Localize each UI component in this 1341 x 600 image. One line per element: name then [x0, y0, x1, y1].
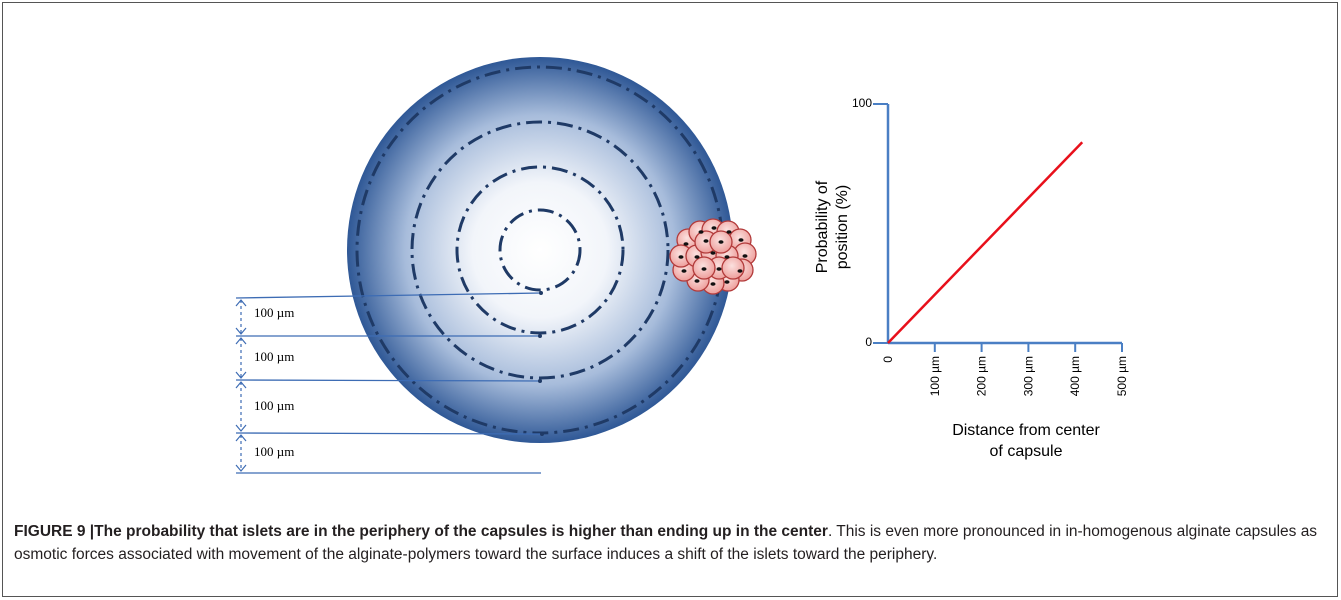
dimension-arrows [235, 299, 247, 472]
x-tick-label: 500 µm [1115, 356, 1129, 396]
caption-body: . This is even more pronounced in in-hom… [14, 523, 1318, 563]
x-tick-label: 0 [881, 356, 895, 363]
y-axis-label-line-2: position (%) [834, 185, 851, 269]
y-tick-label: 100 [852, 96, 872, 110]
measure-label-3: 100 µm [254, 398, 294, 413]
y-ticks: 0 100 [852, 96, 888, 349]
y-axis-label-line-1: Probability of [814, 180, 831, 273]
x-tick-label: 200 µm [975, 356, 989, 396]
ring-100um [498, 208, 582, 292]
caption-label: FIGURE 9 | [14, 523, 95, 540]
x-axis-label-line-2: of capsule [990, 443, 1063, 460]
probability-chart: 0 100 µm 200 µm 300 µm 400 µm 500 µm 0 100 Pro… [814, 96, 1129, 460]
x-axis-label-line-1: Distance from center [952, 422, 1100, 439]
measure-label-2: 100 µm [254, 349, 294, 364]
x-ticks: 0 100 µm 200 µm 300 µm 400 µm 500 µm [881, 343, 1129, 396]
measure-label-1: 100 µm [254, 305, 294, 320]
measure-label-4: 100 µm [254, 444, 294, 459]
series-layer [887, 141, 1084, 344]
figure-9-illustration: 100 µm 100 µm 100 µm 100 µm [235, 57, 1129, 474]
capsule-diagram: 100 µm 100 µm 100 µm 100 µm [235, 57, 757, 474]
figure-caption: FIGURE 9 |The probability that islets ar… [14, 520, 1330, 566]
x-tick-label: 400 µm [1068, 356, 1082, 396]
ring-200um [455, 165, 625, 335]
y-tick-label: 0 [865, 335, 872, 349]
probability-line [887, 141, 1084, 344]
caption-title: The probability that islets are in the p… [94, 523, 828, 540]
islet-nuclei [678, 226, 748, 286]
measure-leaders [235, 292, 543, 474]
x-tick-label: 300 µm [1021, 356, 1035, 396]
ring-300um [410, 120, 670, 380]
alginate-capsule [347, 57, 733, 443]
x-tick-label: 100 µm [928, 356, 942, 396]
